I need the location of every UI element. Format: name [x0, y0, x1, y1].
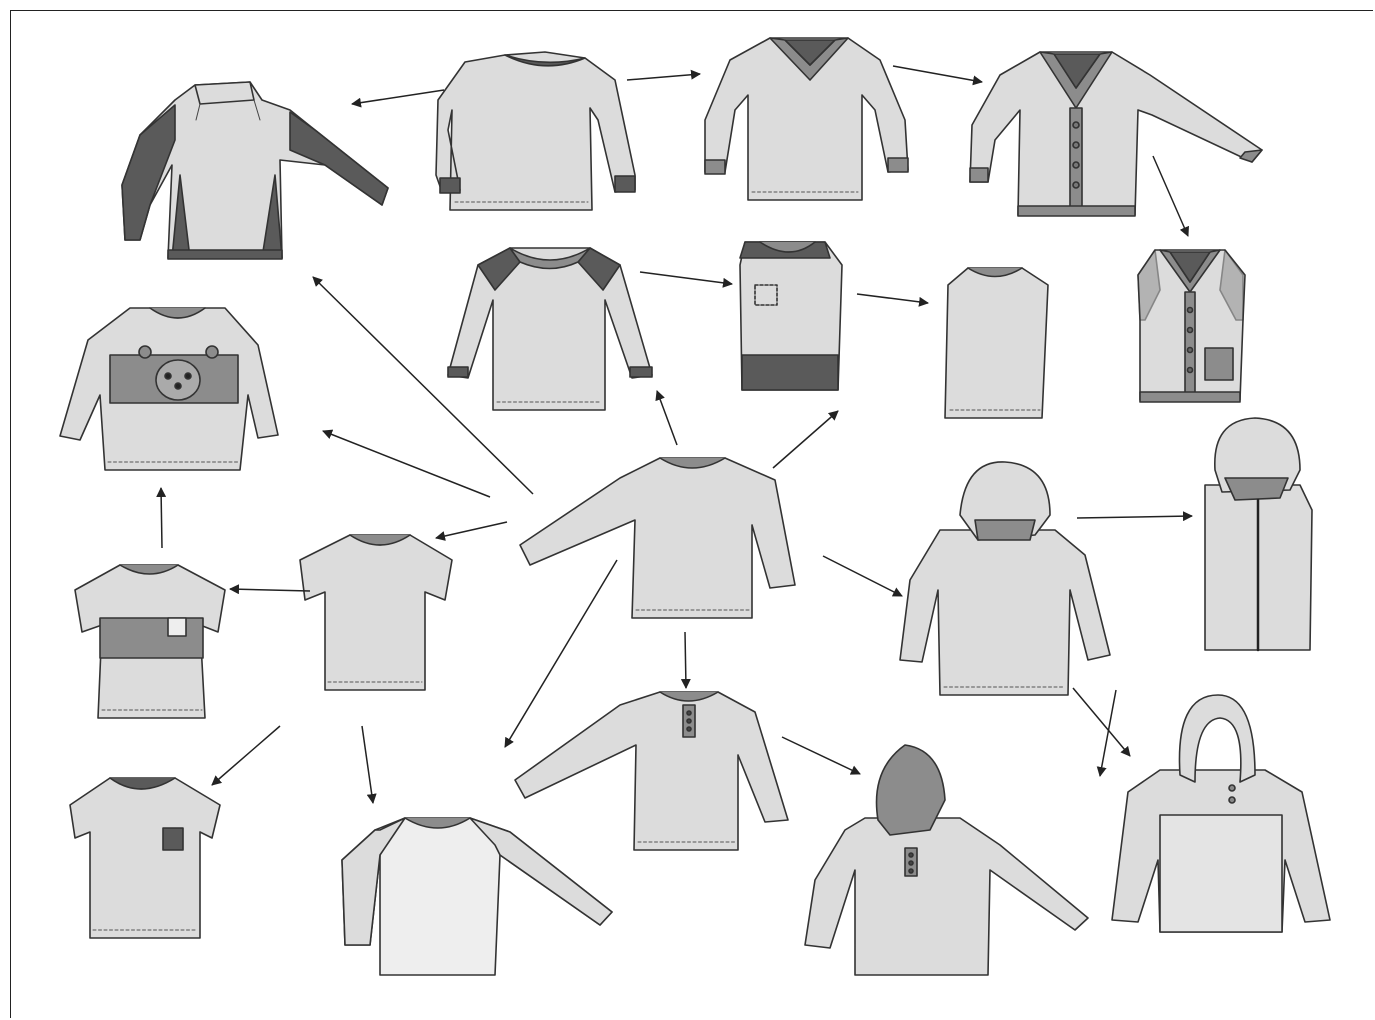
yoke-long-sleeve-tee-icon	[448, 248, 652, 410]
cardigan-icon	[970, 52, 1262, 216]
hooded-zip-vest-icon	[1205, 418, 1312, 650]
bear-applique-tee-icon	[60, 308, 278, 470]
vneck-sweater-icon	[705, 38, 908, 200]
arrow-center-to-short	[436, 522, 507, 538]
arrow-hoodie-to-anorak	[1073, 688, 1130, 756]
raglan-long-sleeve-tee-icon	[342, 818, 612, 975]
long-sleeve-tee-cuffs-icon	[436, 52, 635, 210]
long-sleeve-tee-icon	[520, 458, 795, 618]
arrow-colorblock-to-bear	[161, 488, 162, 548]
tank-icon	[945, 268, 1048, 418]
arrow-center-to-henley	[685, 632, 686, 688]
colorblock-short-tee-icon	[75, 565, 225, 718]
hooded-anorak-icon	[1112, 695, 1330, 932]
pocket-tee-icon	[70, 778, 220, 938]
henley-icon	[515, 692, 788, 850]
arrow-hoodie-to-zip-vest	[1077, 516, 1192, 518]
button-vest-icon	[1138, 250, 1245, 402]
arrow-yoke-to-tank-pocket	[640, 272, 732, 284]
arrow-tank-pocket-to-tank	[857, 294, 928, 303]
arrow-center-to-yoke	[657, 391, 677, 445]
arrow-hoodie-to-anorak-alt	[1100, 690, 1116, 776]
arrow-henley-to-henley-hoodie	[782, 737, 860, 774]
arrow-center-to-hoodie	[823, 556, 902, 596]
arrow-center-to-tank-pocket	[773, 411, 838, 468]
short-sleeve-tee-icon	[300, 535, 452, 690]
arrow-short-to-raglan	[362, 726, 373, 803]
turtleneck-colorblock-icon	[122, 82, 388, 259]
arrow-short-to-colorblock	[230, 589, 310, 591]
arrow-center-to-bear	[323, 431, 490, 497]
arrow-vneck-to-cardigan	[893, 66, 982, 82]
arrow-tee-to-vneck	[627, 74, 700, 80]
henley-hoodie-icon	[805, 745, 1088, 975]
tank-pocket-icon	[740, 242, 842, 390]
arrow-short-to-pocket	[212, 726, 280, 785]
arrow-tee-to-turtleneck	[352, 90, 444, 104]
hoodie-icon	[900, 462, 1110, 695]
arrow-cardigan-to-vest	[1153, 156, 1188, 236]
